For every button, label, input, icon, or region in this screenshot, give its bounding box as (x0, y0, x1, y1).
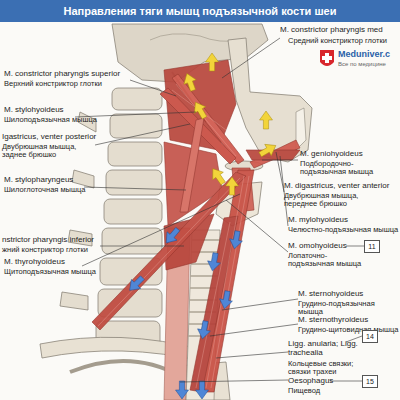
latin-label: Oesophagus (288, 377, 358, 386)
russian-label: Шилоподъязычная мышца (4, 116, 114, 124)
latin-label: nstrictor pharyngis inferior (2, 236, 112, 245)
russian-label: Двубрюшная мышца, переднее брюшко (284, 192, 384, 209)
callout-box: 11 (364, 240, 380, 253)
russian-label: Верхний констриктор глотки (4, 80, 134, 88)
latin-label: M. stylohyoideus (4, 106, 94, 115)
callout-number: 15 (363, 376, 377, 387)
downward-pull-arrows (125, 225, 244, 399)
russian-label: Грудино-щитовидная мышца (298, 326, 400, 334)
callout-box: 15 (362, 375, 378, 388)
upward-pull-arrows (181, 53, 279, 195)
latin-label: M. geniohyoideus (300, 150, 398, 159)
russian-label: Двубрюшная мышца, заднее брюшко (2, 143, 94, 160)
logo-shield (320, 50, 334, 66)
russian-label: жний констриктор глотки (2, 246, 102, 254)
russian-label: Челюстно-подъязычная мышца (288, 226, 400, 234)
russian-label: Средний констриктор глотки (288, 37, 398, 45)
latin-label: M. thyrohyoideus (4, 258, 94, 267)
latin-label: M. sternohyoideus (298, 290, 398, 299)
callout-box: 14 (362, 330, 378, 343)
latin-label: M. omohyoideus (288, 242, 360, 251)
latin-label: M. mylohyoideus (288, 216, 388, 225)
latin-label: Igastricus, venter posterior (2, 133, 112, 142)
latin-label: M. constrictor pharyngis med (280, 26, 398, 35)
callout-number: 14 (363, 331, 377, 342)
russian-label: Лопаточно-подъязычная мышца (288, 252, 364, 269)
russian-label: Шилоглоточная мышца (4, 186, 104, 194)
russian-label: Подбородочно-подъязычная мышца (300, 160, 398, 177)
mandible (228, 38, 312, 162)
russian-label: Пищевод (288, 387, 358, 395)
diagram-title: Направления тяги мышц подъязычной кости … (0, 0, 400, 22)
russian-label: Щитоподъязычная мышца (4, 268, 104, 276)
callout-number: 11 (365, 241, 379, 252)
russian-label: Грудино-подъязычная мышца (298, 300, 400, 317)
watermark: Meduniver.c (338, 50, 400, 60)
first-rib (70, 361, 180, 376)
russian-label: Кольцевые связки; связки трахеи (288, 360, 366, 377)
latin-label: M. sternothyroideus (298, 316, 398, 325)
latin-label: Ligg. anularia; Ligg. trachealia (288, 340, 360, 358)
latin-label: M. digastricus, venter anterior (284, 182, 400, 191)
latin-label: M. constrictor pharyngis superior (4, 70, 139, 79)
muscles (92, 60, 300, 392)
latin-label: M. stylopharyngeus (4, 176, 99, 185)
watermark: Все по медицине (338, 61, 400, 68)
